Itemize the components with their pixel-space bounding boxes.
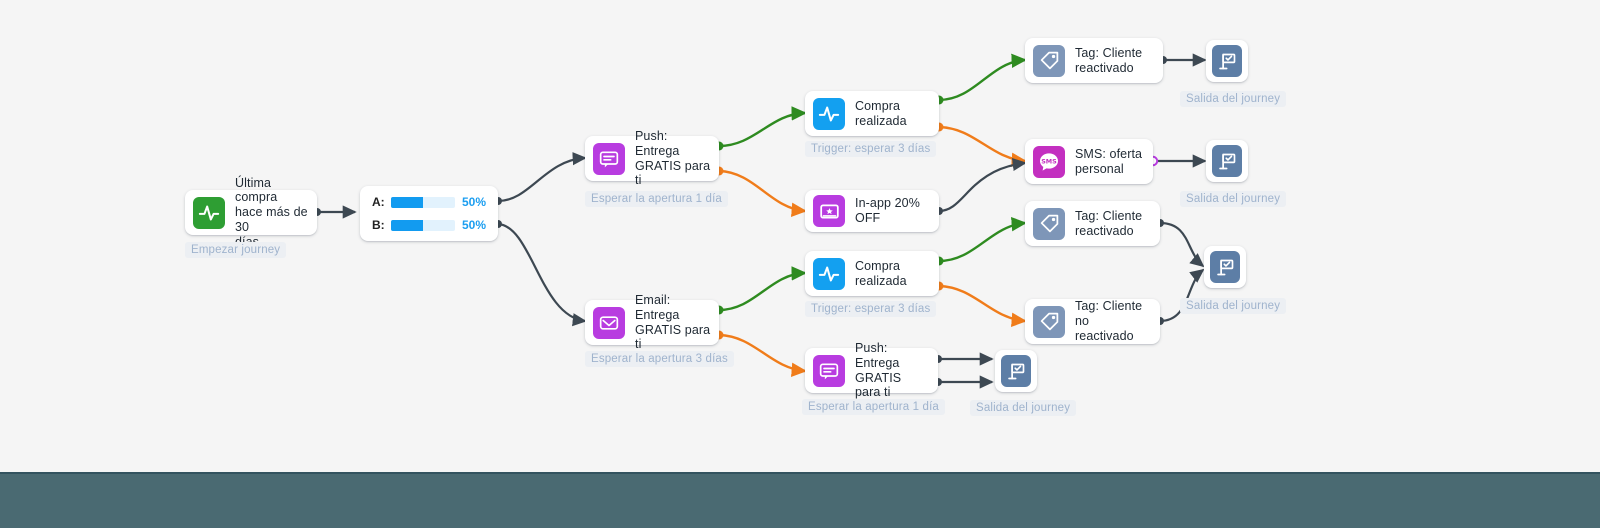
node-label: Tag: Cliente reactivado [1075,208,1143,238]
node-label: Tag: Cliente reactivado [1075,45,1143,75]
tag-icon [1033,305,1065,338]
journey-exit-node-2[interactable] [1206,140,1248,182]
flag-check-icon [1212,145,1242,177]
push-icon [593,142,625,175]
node-label: Push: Entrega GRATIS para ti [635,129,711,188]
node-caption: Trigger: esperar 3 días [805,301,937,317]
split-row-a[interactable]: A: 50% [372,195,486,209]
split-percent-b: 50% [461,218,486,232]
push-icon [813,354,845,387]
tag-icon [1033,207,1065,240]
purchase-trigger-node-bottom[interactable]: Compra realizada [805,251,939,296]
node-label: Tag: Cliente no reactivado [1075,299,1143,343]
node-label: Email: Entrega GRATIS para ti [635,293,711,352]
split-bar-fill [391,196,423,208]
node-label: Push: Entrega GRATIS para ti [855,341,902,400]
node-label: Última compra hace más de 30 días [235,175,308,249]
pulse-icon [193,196,225,229]
pulse-icon [813,97,845,130]
exit-caption: Salida del journey [1180,91,1287,107]
split-bar-a [391,196,455,208]
tag-node-reactivated-top[interactable]: Tag: Cliente reactivado [1025,38,1163,83]
sms-offer-node[interactable]: SMS SMS: oferta personal [1025,139,1153,184]
node-caption: Empezar journey [185,242,287,258]
entry-trigger-node[interactable]: Última compra hace más de 30 días [185,176,317,249]
flag-check-icon [1001,355,1031,387]
tag-icon [1033,44,1065,77]
sms-icon: SMS [1033,145,1065,178]
svg-text:SMS: SMS [1041,157,1057,165]
node-caption: Esperar la apertura 1 día [802,399,945,415]
split-percent-a: 50% [461,195,486,209]
bottom-bar [0,472,1600,528]
split-bar-fill [391,219,423,231]
flag-check-icon [1212,45,1242,77]
in-app-offer-node[interactable]: In-app 20% OFF [805,190,939,232]
split-bar-b [391,219,455,231]
journey-canvas[interactable]: Última compra hace más de 30 días Empeza… [0,0,1600,472]
node-label: Compra realizada [855,98,907,128]
journey-exit-node-1[interactable] [1206,40,1248,82]
split-key-a: A: [372,195,385,209]
exit-caption: Salida del journey [1180,191,1287,207]
exit-caption: Salida del journey [970,400,1077,416]
journey-exit-node-3[interactable] [1204,246,1246,288]
node-label: In-app 20% OFF [855,196,920,225]
exit-caption: Salida del journey [1180,298,1287,314]
node-caption: Trigger: esperar 3 días [805,141,937,157]
push-message-node-b[interactable]: Push: Entrega GRATIS para ti [805,341,938,399]
email-message-node[interactable]: Email: Entrega GRATIS para ti [585,293,719,351]
push-message-node-a[interactable]: Push: Entrega GRATIS para ti [585,129,719,187]
node-caption: Esperar la apertura 3 días [585,351,734,367]
ab-split-node[interactable]: A: 50% B: 50% [360,186,498,241]
split-key-b: B: [372,218,385,232]
split-row-b[interactable]: B: 50% [372,218,486,232]
pulse-icon [813,257,845,290]
node-label: SMS: oferta personal [1075,146,1143,176]
flag-check-icon [1210,251,1240,283]
purchase-trigger-node-top[interactable]: Compra realizada [805,91,939,136]
node-caption: Esperar la apertura 1 día [585,191,728,207]
node-label: Compra realizada [855,258,907,288]
ticket-icon [813,195,845,227]
tag-node-reactivated-bottom[interactable]: Tag: Cliente reactivado [1025,201,1160,246]
tag-node-not-reactivated[interactable]: Tag: Cliente no reactivado [1025,299,1160,344]
journey-exit-node-4[interactable] [995,350,1037,392]
email-icon [593,306,625,339]
